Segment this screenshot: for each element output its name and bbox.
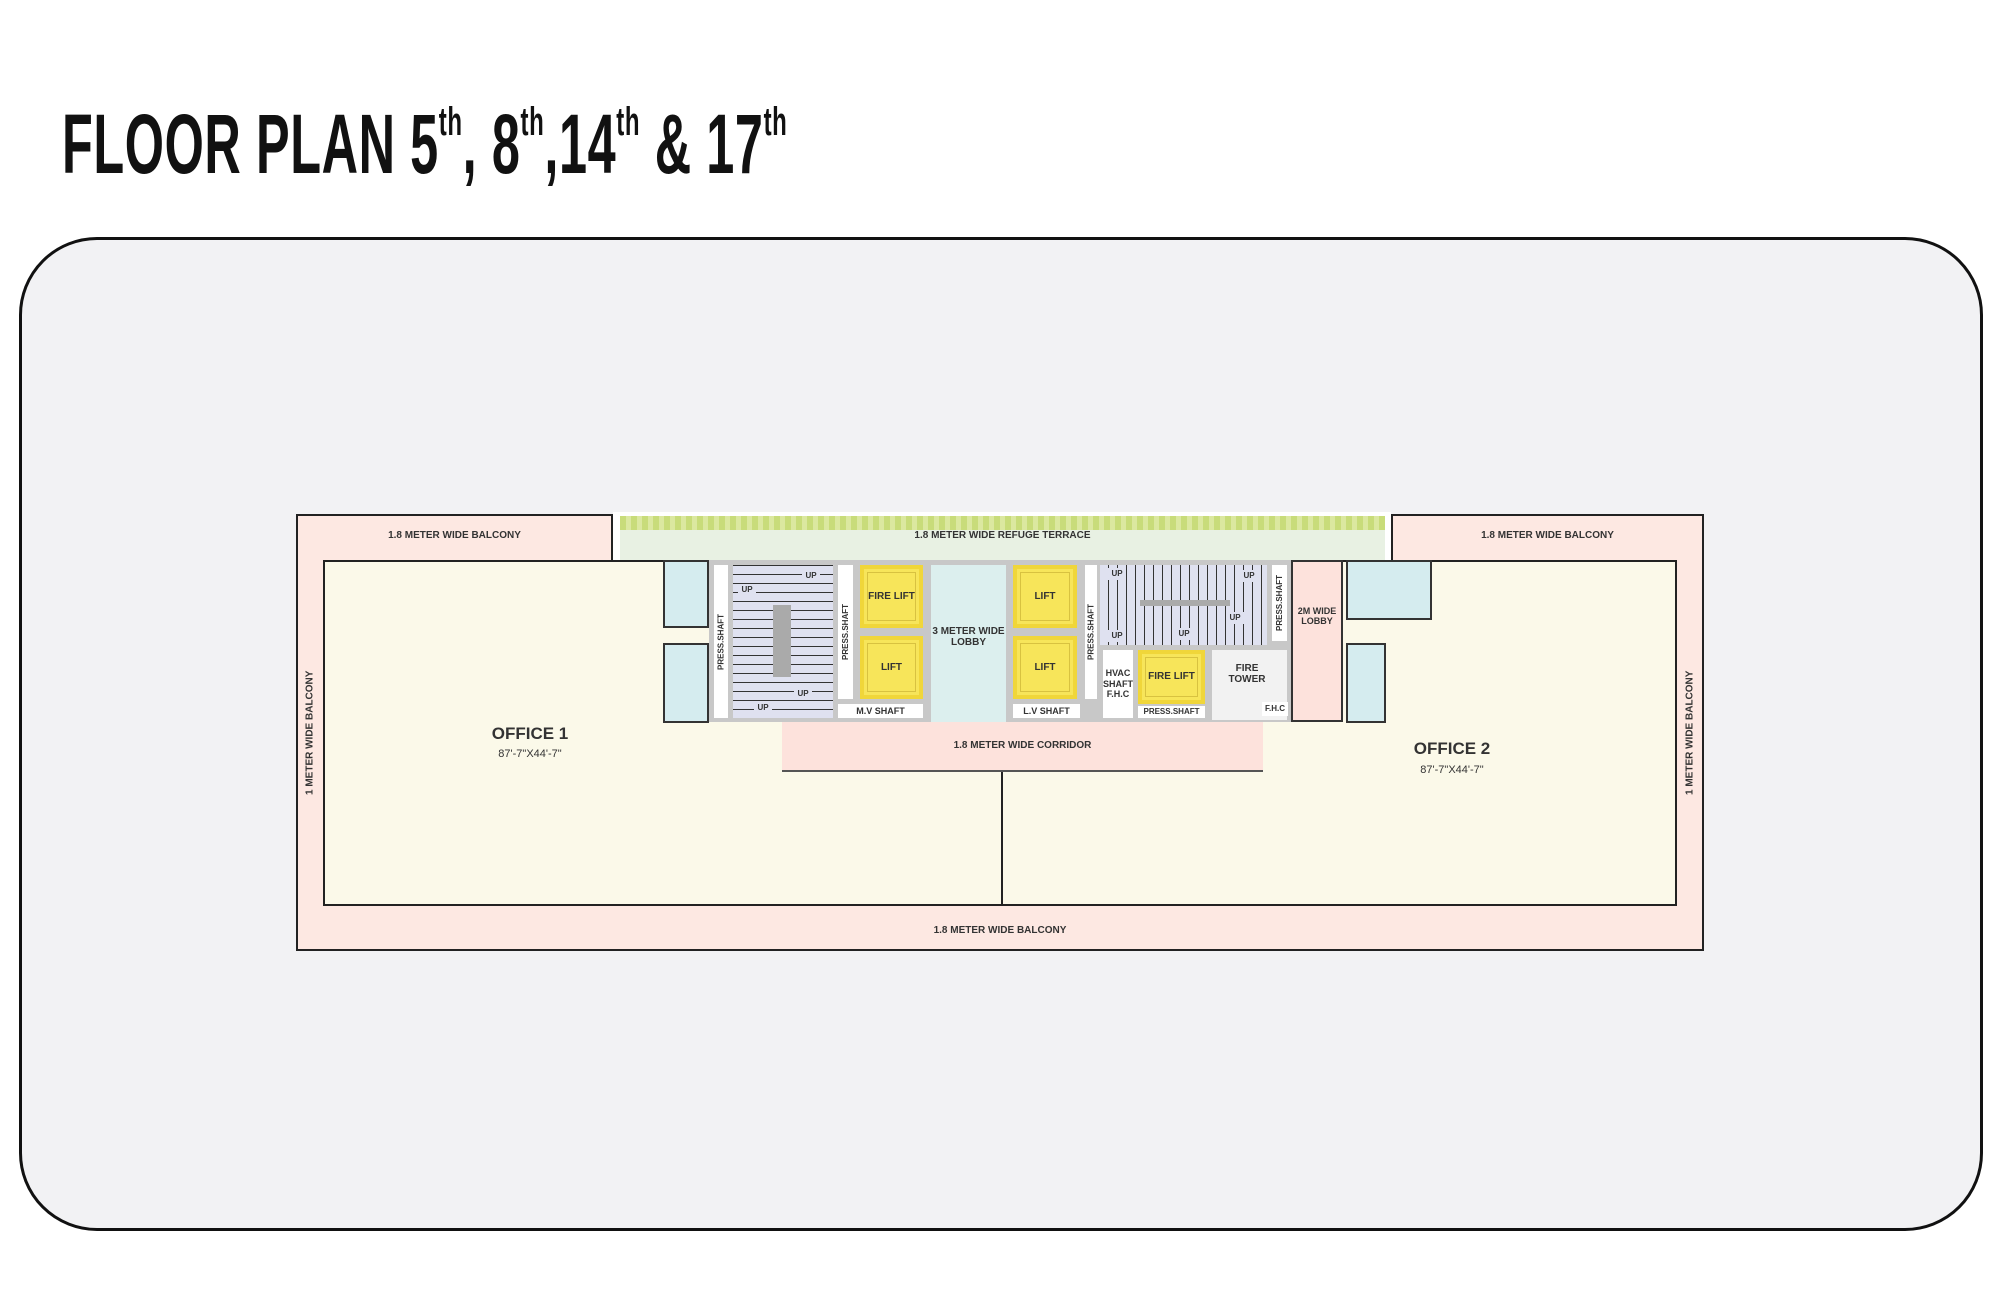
toilet-right-bottom (1346, 643, 1386, 723)
fire-lift-2[interactable]: FIRE LIFT (1138, 650, 1205, 704)
office-1-name: OFFICE 1 (491, 724, 569, 744)
toilet-left-top (663, 560, 709, 628)
up-label: UP (1240, 570, 1258, 582)
terrace-hedge (620, 516, 1385, 530)
mv-shaft: M.V SHAFT (838, 704, 923, 718)
press-shaft-5: PRESS.SHAFT (1138, 706, 1205, 718)
press-shaft-1-label: PRESS.SHAFT (716, 613, 726, 670)
refuge-terrace-label: 1.8 METER WIDE REFUGE TERRACE (914, 530, 1091, 542)
office-2-name: OFFICE 2 (1413, 739, 1491, 759)
title-text: , 8 (462, 97, 521, 191)
up-label: UP (754, 702, 772, 714)
hvac-shaft: HVAC SHAFT F.H.C (1103, 650, 1133, 718)
balcony-top-right-label: 1.8 METER WIDE BALCONY (1481, 530, 1614, 542)
balcony-right-label: 1 METER WIDE BALCONY (1684, 670, 1696, 796)
lv-shaft: L.V SHAFT (1013, 704, 1080, 718)
title-sup: th (520, 100, 545, 144)
balcony-left-label: 1 METER WIDE BALCONY (304, 670, 316, 796)
page-title: FLOOR PLAN 5th, 8th,14th & 17th (62, 96, 787, 193)
press-shaft-4 (1272, 565, 1287, 641)
balcony-bottom-label: 1.8 METER WIDE BALCONY (933, 925, 1067, 937)
press-shaft-3-label: PRESS.SHAFT (1086, 604, 1096, 661)
lift-3[interactable]: LIFT (1013, 636, 1077, 699)
title-text: FLOOR PLAN 5 (62, 97, 439, 191)
title-sup: th (763, 100, 788, 144)
up-label: UP (738, 584, 756, 596)
stair-1-well (773, 605, 791, 677)
title-text: ,14 (544, 97, 617, 191)
press-shaft-2-label: PRESS.SHAFT (840, 604, 850, 661)
title-text: & 17 (640, 97, 764, 191)
fhc-box: F.H.C (1262, 702, 1288, 716)
title-sup: th (616, 100, 641, 144)
lobby-2m (1291, 560, 1343, 722)
fire-tower-label: FIRE TOWER (1228, 662, 1266, 686)
title-sup: th (438, 100, 463, 144)
up-label: UP (1175, 628, 1193, 640)
office-2-size: 87'-7"X44'-7" (1420, 763, 1484, 776)
stair-2-well (1140, 600, 1230, 606)
fire-lift-1[interactable]: FIRE LIFT (860, 565, 923, 628)
corridor (782, 722, 1263, 772)
balcony-top-left-label: 1.8 METER WIDE BALCONY (388, 530, 521, 542)
press-shaft-3 (1085, 565, 1097, 699)
balcony-top-right (1391, 514, 1704, 564)
refuge-terrace (620, 530, 1385, 562)
lift-1[interactable]: LIFT (860, 636, 923, 699)
lobby-3m-label: 3 METER WIDE LOBBY (932, 625, 1005, 649)
toilet-left-bottom (663, 643, 709, 723)
lift-2[interactable]: LIFT (1013, 565, 1077, 628)
lobby-3m (931, 565, 1006, 722)
up-label: UP (1108, 568, 1126, 580)
lobby-2m-label: 2M WIDE LOBBY (1297, 605, 1337, 626)
balcony-top-left (296, 514, 613, 564)
up-label: UP (802, 570, 820, 582)
up-label: UP (1108, 630, 1126, 642)
press-shaft-4-label: PRESS.SHAFT (1274, 575, 1284, 632)
up-label: UP (794, 688, 812, 700)
press-shaft-1 (714, 565, 728, 718)
office-1-size: 87'-7"X44'-7" (498, 747, 562, 760)
toilet-right-top (1346, 560, 1432, 620)
up-label: UP (1226, 612, 1244, 624)
corridor-label: 1.8 METER WIDE CORRIDOR (953, 740, 1092, 752)
press-shaft-2 (838, 565, 853, 699)
